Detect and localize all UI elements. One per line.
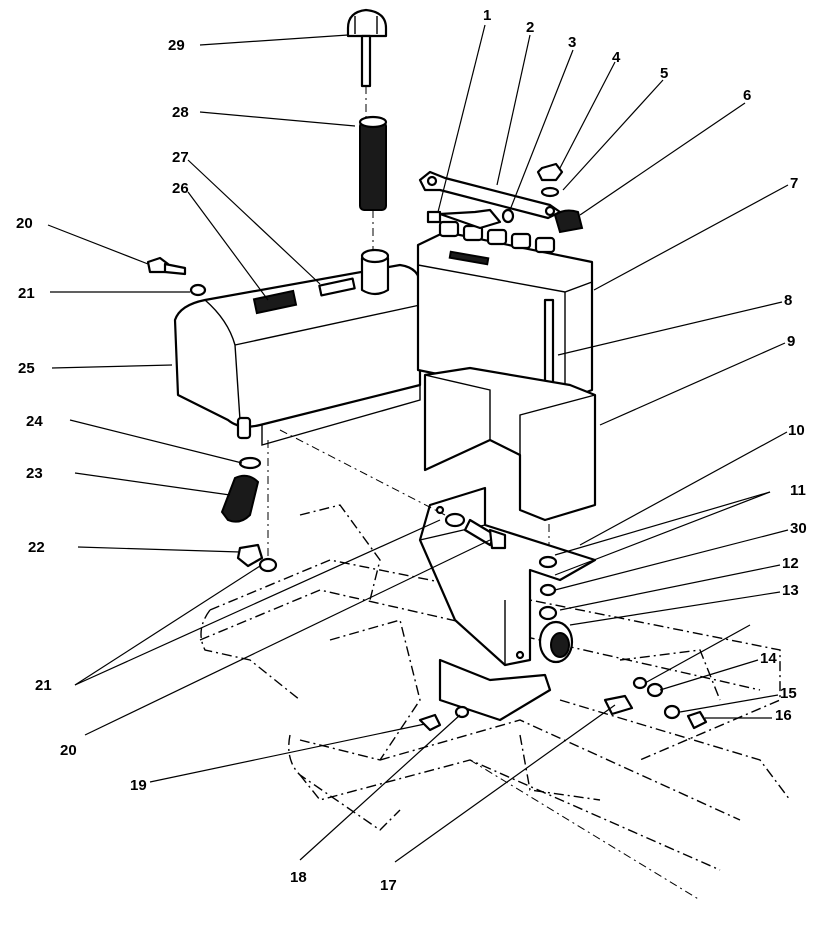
ignition-switch bbox=[538, 620, 574, 664]
callout-18: 18 bbox=[290, 869, 307, 886]
battery-box bbox=[423, 366, 597, 522]
filler-neck bbox=[360, 256, 390, 296]
callout-4: 4 bbox=[612, 49, 621, 66]
fuel-line-hardware bbox=[220, 456, 278, 573]
battery-bracket bbox=[418, 486, 597, 722]
callout-21-lower: 21 bbox=[35, 677, 52, 694]
callout-5: 5 bbox=[660, 65, 668, 82]
callout-12: 12 bbox=[782, 555, 799, 572]
callout-6: 6 bbox=[743, 87, 751, 104]
callout-29: 29 bbox=[168, 37, 185, 54]
fuel-cap bbox=[346, 8, 388, 88]
callout-13: 13 bbox=[782, 582, 799, 599]
callout-10: 10 bbox=[788, 422, 805, 439]
wing-nut bbox=[553, 209, 584, 234]
fuel-tank bbox=[173, 248, 422, 446]
callout-3: 3 bbox=[568, 34, 576, 51]
battery-hardware bbox=[501, 162, 564, 224]
callout-23: 23 bbox=[26, 465, 43, 482]
callout-30: 30 bbox=[790, 520, 807, 537]
decal bbox=[318, 277, 356, 297]
callout-17: 17 bbox=[380, 877, 397, 894]
callout-14: 14 bbox=[760, 650, 777, 667]
battery-cable bbox=[426, 208, 502, 230]
callout-26: 26 bbox=[172, 180, 189, 197]
callout-24: 24 bbox=[26, 413, 43, 430]
callout-20-upper: 20 bbox=[16, 215, 33, 232]
callout-19: 19 bbox=[130, 777, 147, 794]
callout-22: 22 bbox=[28, 539, 45, 556]
callout-16: 16 bbox=[775, 707, 792, 724]
callout-2: 2 bbox=[526, 19, 534, 36]
tank-bolt-left bbox=[146, 256, 207, 297]
callout-9: 9 bbox=[787, 333, 795, 350]
callout-25: 25 bbox=[18, 360, 35, 377]
callout-8: 8 bbox=[784, 292, 792, 309]
callout-20-lower: 20 bbox=[60, 742, 77, 759]
fuel-strainer bbox=[358, 115, 388, 211]
callout-7: 7 bbox=[790, 175, 798, 192]
callout-21-upper: 21 bbox=[18, 285, 35, 302]
callout-27: 27 bbox=[172, 149, 189, 166]
callout-15: 15 bbox=[780, 685, 797, 702]
fuel-gauge bbox=[252, 289, 298, 315]
leader-lines bbox=[47, 24, 789, 863]
callout-11: 11 bbox=[790, 482, 806, 499]
callout-28: 28 bbox=[172, 104, 189, 121]
callout-1: 1 bbox=[483, 7, 491, 24]
tank-bolt-bracket bbox=[444, 512, 507, 550]
tractor-frame bbox=[199, 504, 791, 901]
callout-labels: 1 2 3 4 5 6 7 8 9 10 11 30 12 13 14 15 1… bbox=[16, 7, 807, 894]
